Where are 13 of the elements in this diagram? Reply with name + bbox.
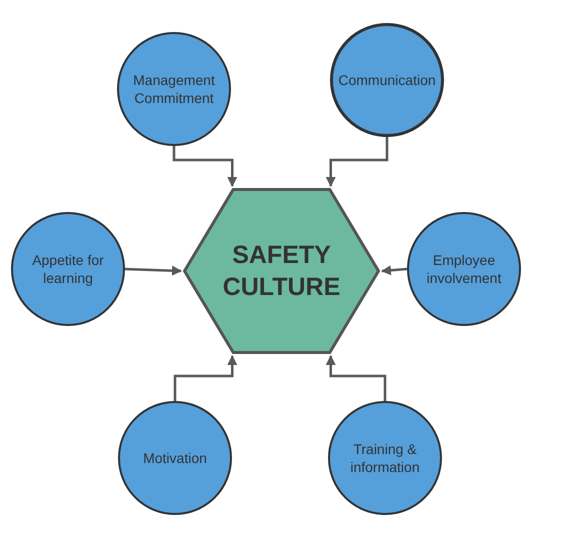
arrow [124,266,182,276]
node-title: SAFETY CULTURE [222,240,342,303]
node-label: Communication [338,71,436,89]
arrow [326,355,386,401]
node-label: Motivation [143,449,207,467]
node-label: Employee involvement [426,251,502,287]
node-label: Management Commitment [132,71,216,107]
arrow [172,146,238,187]
arrow [174,355,238,401]
node-label: Appetite for learning [31,251,105,287]
arrow [326,137,388,187]
node-label: Training & information [349,440,421,476]
arrow [381,265,408,276]
